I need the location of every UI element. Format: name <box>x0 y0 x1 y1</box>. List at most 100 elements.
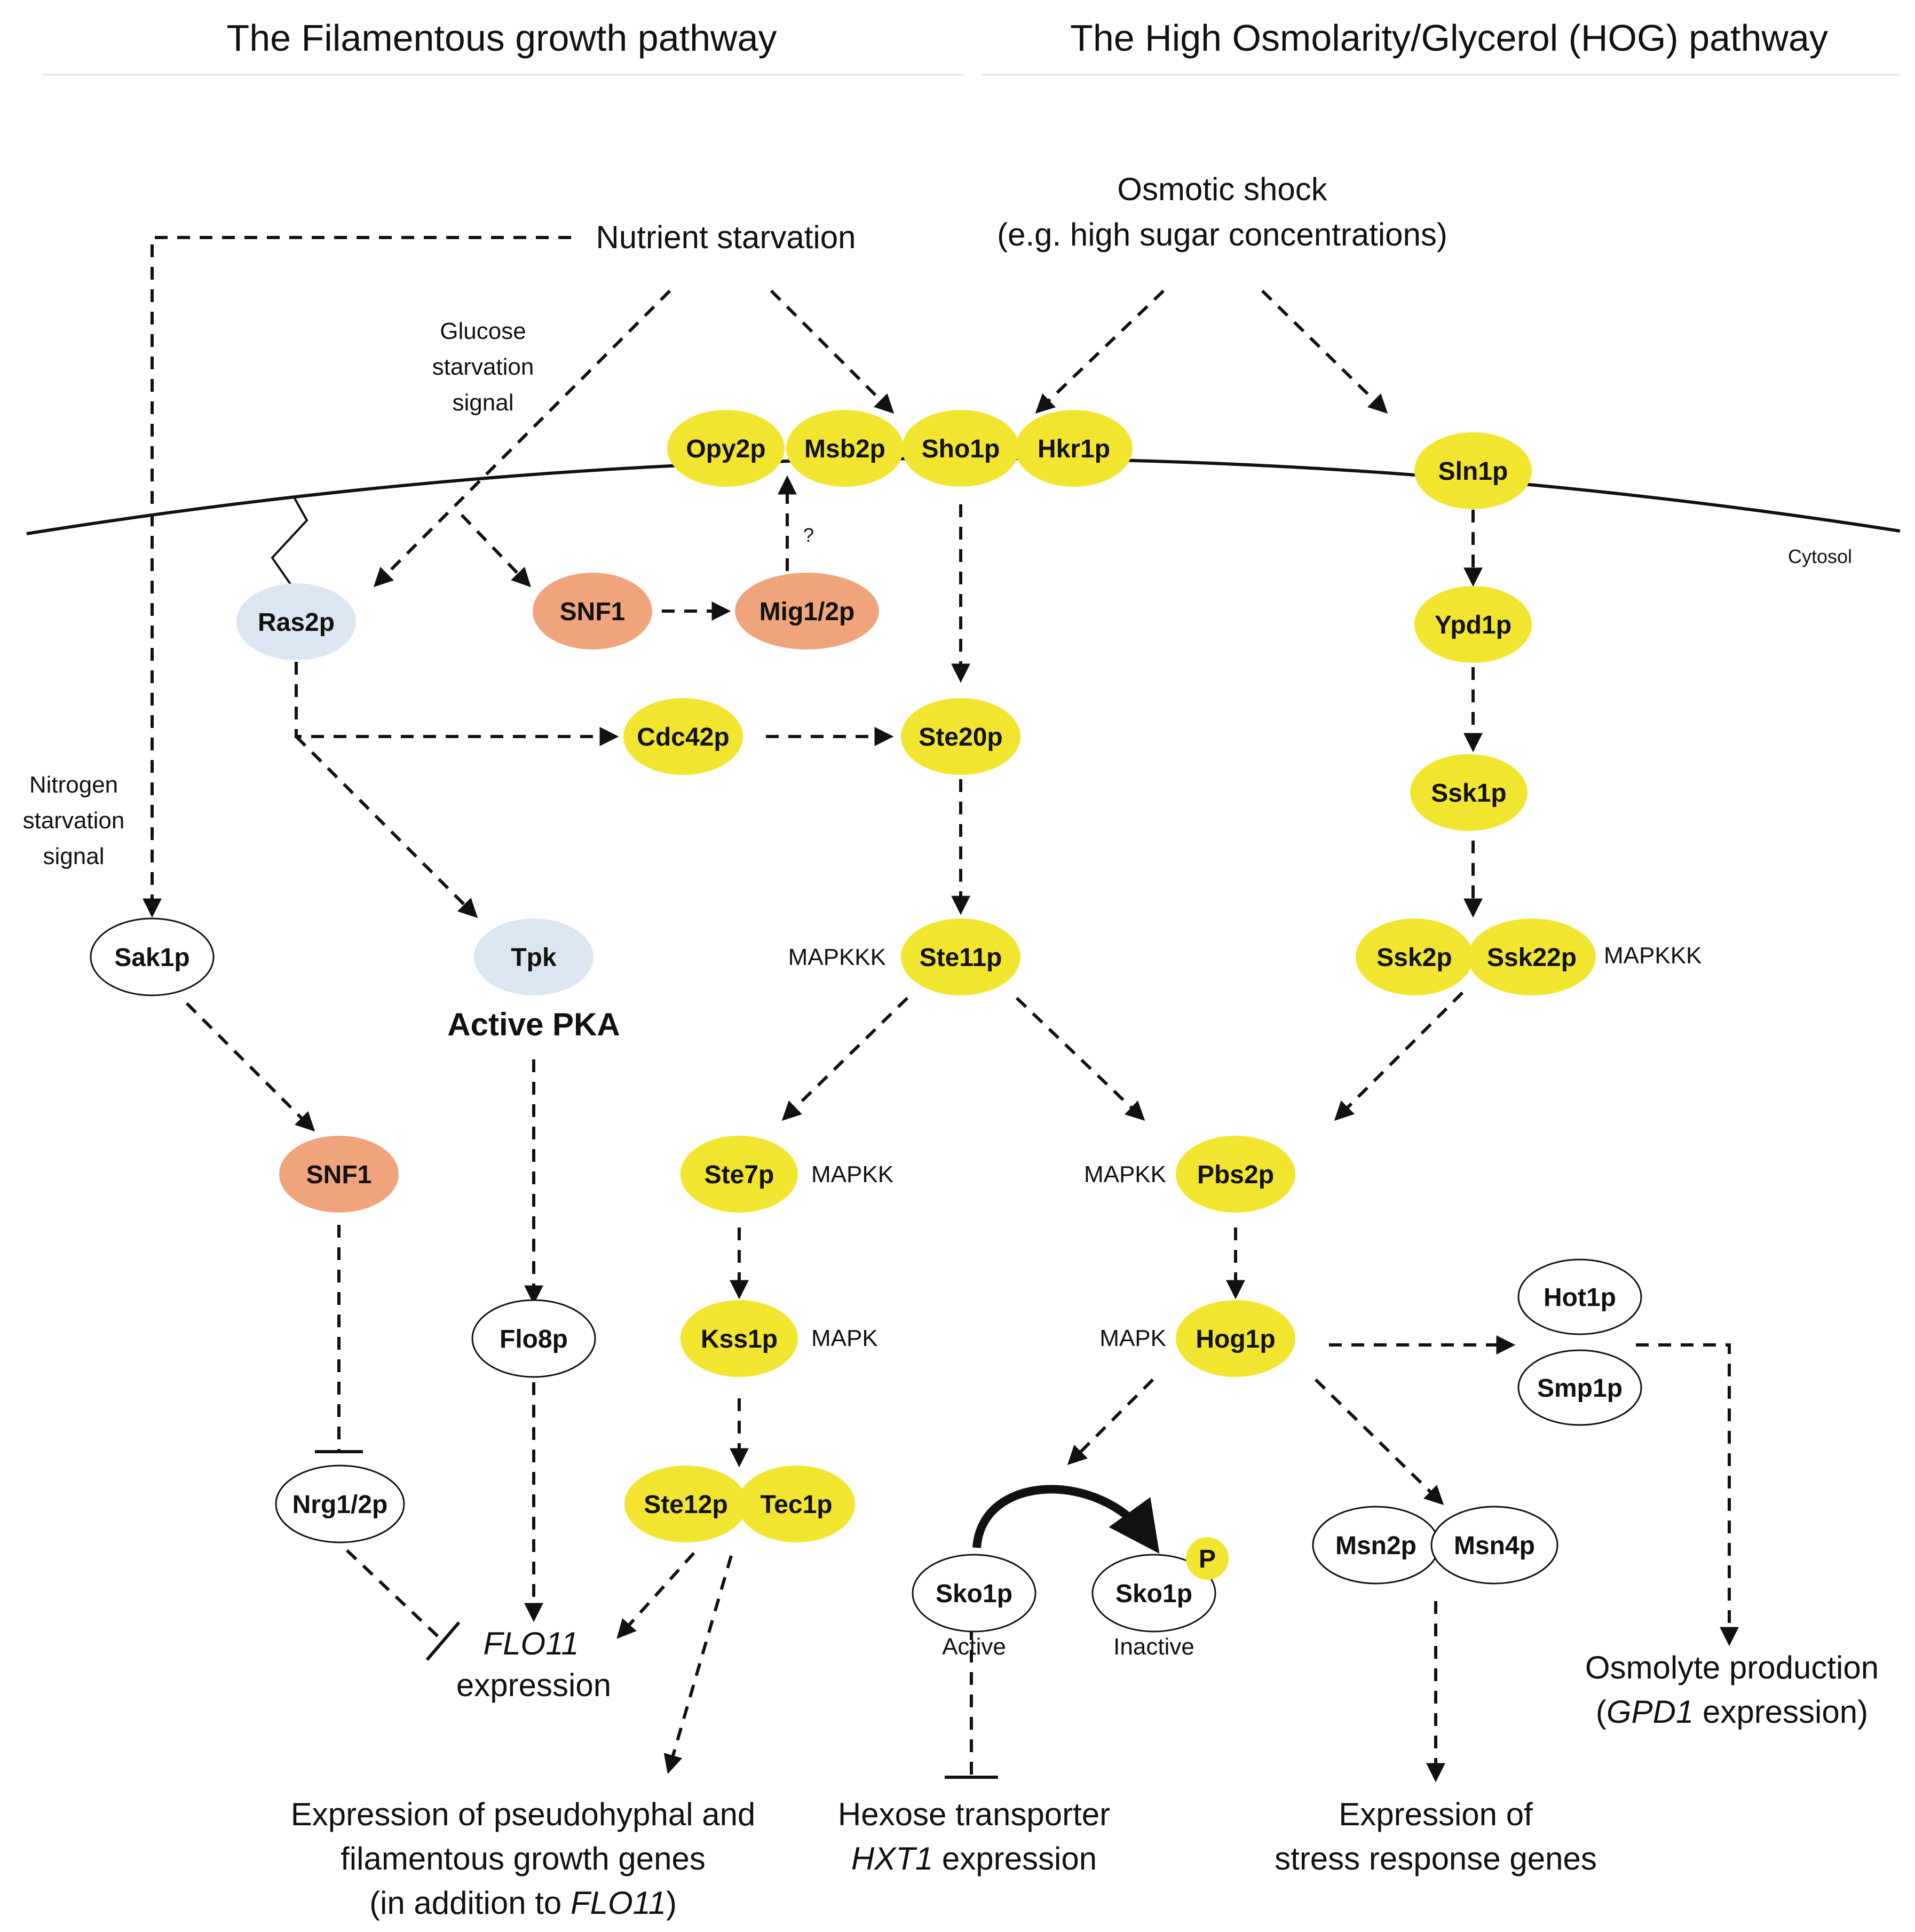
svg-text:Ste12p: Ste12p <box>644 1491 727 1519</box>
glucose-starvation-signal: Glucose starvation signal <box>432 318 534 416</box>
node-sln1p: Sln1p <box>1414 432 1532 509</box>
svg-text:SNF1: SNF1 <box>306 1161 372 1189</box>
svg-text:Ras2p: Ras2p <box>258 608 335 637</box>
svg-text:Sho1p: Sho1p <box>922 435 1000 463</box>
node-hkr1p: Hkr1p <box>1015 410 1133 487</box>
active-pka-label: Active PKA <box>447 1007 620 1042</box>
svg-text:(GPD1 expression): (GPD1 expression) <box>1596 1694 1868 1730</box>
svg-text:Osmolyte production: Osmolyte production <box>1585 1650 1879 1685</box>
node-tec1p: Tec1p <box>738 1466 855 1542</box>
svg-text:Pbs2p: Pbs2p <box>1197 1161 1274 1189</box>
node-hot1p: Hot1p <box>1517 1258 1642 1335</box>
title-hog: The High Osmolarity/Glycerol (HOG) pathw… <box>1070 17 1828 59</box>
svg-text:Opy2p: Opy2p <box>686 435 765 463</box>
node-flo8p: Flo8p <box>471 1299 596 1378</box>
svg-text:starvation: starvation <box>23 807 125 834</box>
mapk-label-left: MAPK <box>811 1325 878 1351</box>
svg-text:Sak1p: Sak1p <box>114 944 189 972</box>
svg-text:SNF1: SNF1 <box>560 598 626 626</box>
svg-text:Tpk: Tpk <box>511 944 557 972</box>
svg-text:Ssk1p: Ssk1p <box>1431 779 1506 807</box>
arrow-ste11p-to-ste7p <box>781 996 909 1121</box>
arrow-hot1p-to-osmolyte <box>1636 1343 1739 1646</box>
svg-text:expression: expression <box>456 1667 611 1703</box>
arrow-ste12p-to-pseudohyphal <box>663 1555 733 1774</box>
nutrient-starvation: Nutrient starvation <box>596 219 856 255</box>
node-sho1p: Sho1p <box>902 410 1019 487</box>
svg-text:starvation: starvation <box>432 354 534 380</box>
svg-text:Msn4p: Msn4p <box>1454 1532 1535 1560</box>
arrow-osmotic-to-sln1p <box>1261 289 1388 414</box>
svg-text:Sko1p: Sko1p <box>936 1580 1012 1608</box>
svg-text:HXT1 expression: HXT1 expression <box>851 1841 1097 1876</box>
node-cdc42p: Cdc42p <box>623 698 743 775</box>
svg-text:Expression of: Expression of <box>1339 1796 1533 1832</box>
nitrogen-starvation-signal: Nitrogen starvation signal <box>23 772 125 869</box>
svg-text:Nrg1/2p: Nrg1/2p <box>292 1491 388 1519</box>
hexose-transporter-output: Hexose transporter HXT1 expression <box>838 1796 1110 1876</box>
svg-text:Sln1p: Sln1p <box>1438 457 1508 486</box>
inactive-label: Inactive <box>1113 1634 1194 1660</box>
svg-text:Sko1p: Sko1p <box>1115 1580 1192 1608</box>
svg-text:Hkr1p: Hkr1p <box>1038 435 1110 463</box>
svg-text:Flo8p: Flo8p <box>500 1325 568 1353</box>
svg-text:signal: signal <box>453 390 514 416</box>
arrow-sko1p-phosphorylation <box>972 1485 1160 1554</box>
svg-text:Msn2p: Msn2p <box>1335 1532 1417 1560</box>
svg-text:Cdc42p: Cdc42p <box>637 723 729 751</box>
node-ssk2p: Ssk2p <box>1356 919 1473 995</box>
svg-text:Kss1p: Kss1p <box>701 1325 778 1353</box>
node-nrg12p: Nrg1/2p <box>275 1464 405 1543</box>
svg-text:signal: signal <box>43 843 105 869</box>
node-ste12p: Ste12p <box>624 1466 747 1542</box>
pseudohyphal-genes-output: Expression of pseudohyphal and filamento… <box>291 1796 756 1921</box>
svg-text:FLO11: FLO11 <box>484 1626 579 1661</box>
node-sko1p-inactive: Sko1p <box>1091 1554 1216 1633</box>
svg-text:Mig1/2p: Mig1/2p <box>759 598 855 626</box>
mapkk-label-left: MAPKK <box>811 1161 893 1187</box>
node-sko1p-active: Sko1p <box>912 1554 1036 1633</box>
node-hog1p: Hog1p <box>1176 1300 1295 1377</box>
inhibit-nrg12p-flo11 <box>345 1549 445 1643</box>
node-ras2p: Ras2p <box>236 583 356 660</box>
cytosol-label: Cytosol <box>1788 545 1852 567</box>
svg-text:Msb2p: Msb2p <box>804 435 885 463</box>
active-label: Active <box>942 1634 1006 1660</box>
node-msb2p: Msb2p <box>786 410 904 487</box>
svg-text:Hexose transporter: Hexose transporter <box>838 1796 1110 1832</box>
svg-text:Hog1p: Hog1p <box>1196 1325 1275 1353</box>
node-ste20p: Ste20p <box>901 698 1020 775</box>
osmotic-shock: Osmotic shock <box>1117 171 1327 207</box>
arrow-ras2p-to-tpk <box>295 735 478 919</box>
mapkkk-label-left: MAPKKK <box>788 944 886 970</box>
arrow-ras2p-to-cdc42p <box>295 662 619 746</box>
svg-text:Tec1p: Tec1p <box>760 1491 832 1519</box>
svg-text:Ste7p: Ste7p <box>705 1161 774 1189</box>
arrow-nutrient-to-ras2p <box>373 289 671 588</box>
arrows <box>143 236 1739 1783</box>
svg-text:Nitrogen: Nitrogen <box>29 772 118 798</box>
node-snf1-bottom: SNF1 <box>279 1136 399 1213</box>
node-msn2p: Msn2p <box>1312 1506 1440 1585</box>
arrow-ste12p-to-flo11 <box>616 1551 695 1639</box>
arrow-ssk2p-to-pbs2p <box>1334 991 1464 1121</box>
arrow-osmotic-to-hkr1p <box>1035 289 1165 414</box>
node-smp1p: Smp1p <box>1517 1349 1642 1426</box>
arrow-glucose-to-snf1 <box>460 513 531 588</box>
stress-response-output: Expression of stress response genes <box>1275 1796 1597 1876</box>
node-pbs2p: Pbs2p <box>1176 1136 1295 1213</box>
arrow-ste11p-to-pbs2p <box>1015 996 1145 1121</box>
osmolyte-output: Osmolyte production (GPD1 expression) <box>1585 1650 1879 1730</box>
inhibit-nrg12p-flo11-bar <box>425 1621 461 1661</box>
svg-text:P: P <box>1199 1545 1216 1573</box>
mapk-label-right: MAPK <box>1099 1325 1166 1351</box>
node-opy2p: Opy2p <box>667 410 785 487</box>
arrow-nutrient-to-sho1p <box>770 289 895 414</box>
protein-nodes: Opy2p Msb2p Sho1p Hkr1p Sln1p Ras2p SNF1 <box>90 410 1702 1660</box>
svg-text:Ypd1p: Ypd1p <box>1435 611 1512 639</box>
svg-text:stress response genes: stress response genes <box>1275 1841 1597 1876</box>
phospho-badge: P <box>1186 1537 1229 1580</box>
outputs: FLO11 expression Expression of pseudohyp… <box>291 1626 1879 1921</box>
svg-text:Ssk22p: Ssk22p <box>1487 944 1577 972</box>
